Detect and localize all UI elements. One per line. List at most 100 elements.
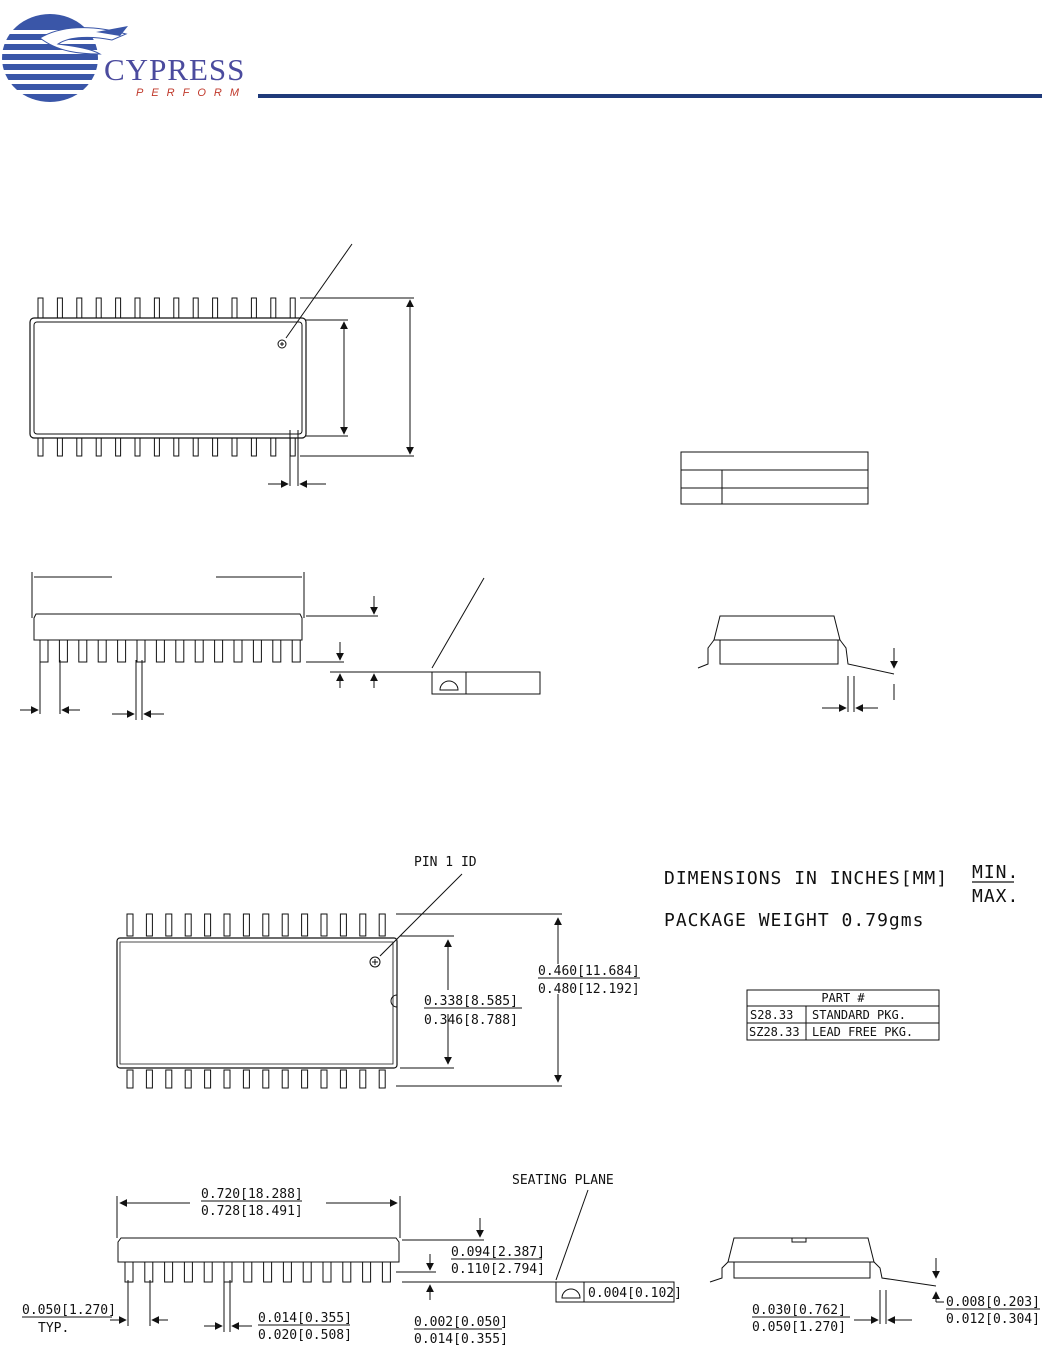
- package-lead: [223, 913, 231, 937]
- body-length-max: 0.728[18.491]: [201, 1204, 303, 1219]
- package-lead: [223, 1261, 233, 1283]
- package-lead: [183, 1261, 193, 1283]
- part-table-row-desc: LEAD FREE PKG.: [812, 1025, 913, 1039]
- package-lead: [214, 639, 224, 663]
- header-rule: [258, 94, 1042, 98]
- package-lead: [165, 913, 173, 937]
- package-lead: [320, 1069, 328, 1089]
- package-lead: [289, 437, 296, 457]
- package-lead: [322, 1261, 332, 1283]
- package-lead: [359, 1069, 367, 1089]
- package-lead: [153, 297, 160, 319]
- package-lead: [126, 1069, 134, 1089]
- package-lead: [342, 1261, 352, 1283]
- part-table-title: PART #: [821, 991, 865, 1005]
- package-lead: [155, 639, 165, 663]
- package-lead: [203, 1261, 213, 1283]
- pin1-id-label: PIN 1 ID: [414, 855, 477, 870]
- package-lead: [231, 297, 238, 319]
- package-lead: [192, 437, 199, 457]
- package-lead: [291, 639, 301, 663]
- package-lead: [124, 1261, 134, 1283]
- part-table-row-desc: STANDARD PKG.: [812, 1008, 906, 1022]
- part-table: [746, 989, 940, 1041]
- overall-width-max: 0.480[12.192]: [538, 982, 640, 997]
- package-lead: [37, 437, 44, 457]
- package-lead: [153, 437, 160, 457]
- package-lead: [184, 913, 192, 937]
- package-lead: [194, 639, 204, 663]
- package-lead: [95, 437, 102, 457]
- package-lead: [381, 1261, 391, 1283]
- package-lead: [250, 297, 257, 319]
- package-lead: [270, 437, 277, 457]
- coplanarity-value: 0.004[0.102]: [588, 1286, 682, 1301]
- package-lead: [192, 297, 199, 319]
- package-lead: [270, 297, 277, 319]
- package-lead: [263, 1261, 273, 1283]
- package-lead: [173, 297, 180, 319]
- package-lead: [359, 913, 367, 937]
- pitch-note: TYP.: [38, 1321, 69, 1336]
- height-max: 0.110[2.794]: [451, 1262, 545, 1277]
- lower-side-view: [110, 1189, 675, 1332]
- package-lead: [39, 639, 49, 663]
- package-lead: [242, 1069, 250, 1089]
- package-lead: [272, 639, 282, 663]
- upper-part-table: [680, 451, 869, 505]
- package-lead: [262, 1069, 270, 1089]
- package-lead: [58, 639, 68, 663]
- overall-width-min: 0.460[11.684]: [538, 964, 640, 979]
- package-lead: [339, 1069, 347, 1089]
- package-lead: [250, 437, 257, 457]
- standoff-min: 0.002[0.050]: [414, 1315, 508, 1330]
- package-lead: [184, 1069, 192, 1089]
- package-lead: [145, 913, 153, 937]
- package-lead: [231, 437, 238, 457]
- body-length-min: 0.720[18.288]: [201, 1187, 303, 1202]
- package-lead: [136, 639, 146, 663]
- package-lead: [56, 437, 63, 457]
- body-width-max: 0.346[8.788]: [424, 1013, 518, 1028]
- dimensions-note: DIMENSIONS IN INCHES[MM]: [664, 868, 948, 889]
- package-lead: [144, 1261, 154, 1283]
- package-lead: [223, 1069, 231, 1089]
- package-lead: [204, 913, 212, 937]
- package-lead: [173, 437, 180, 457]
- package-lead: [115, 437, 122, 457]
- package-lead: [212, 437, 219, 457]
- lower-end-view: [709, 1237, 944, 1324]
- part-table-row-part: SZ28.33: [749, 1025, 800, 1039]
- lead-thickness-max: 0.012[0.304]: [946, 1312, 1040, 1327]
- package-lead: [378, 913, 386, 937]
- foot-length-min: 0.030[0.762]: [752, 1303, 846, 1318]
- package-lead: [204, 1069, 212, 1089]
- package-lead: [282, 1261, 292, 1283]
- height-min: 0.094[2.387]: [451, 1245, 545, 1260]
- package-lead: [362, 1261, 372, 1283]
- upper-end-view: [697, 615, 898, 712]
- package-lead: [281, 913, 289, 937]
- pin1-marker-icon: [369, 956, 381, 968]
- package-lead: [126, 913, 134, 937]
- package-lead: [145, 1069, 153, 1089]
- package-lead: [56, 297, 63, 319]
- package-lead: [175, 639, 185, 663]
- package-weight: PACKAGE WEIGHT 0.79gms: [664, 910, 924, 931]
- cypress-logo-icon: [0, 14, 128, 102]
- min-label: MIN.: [972, 862, 1019, 883]
- brand-name: CYPRESS: [104, 52, 246, 87]
- part-table-row-part: S28.33: [750, 1008, 793, 1022]
- package-lead: [339, 913, 347, 937]
- package-lead: [95, 297, 102, 319]
- package-lead: [117, 639, 127, 663]
- body-width-min: 0.338[8.585]: [424, 994, 518, 1009]
- package-lead: [243, 1261, 253, 1283]
- package-lead: [301, 1069, 309, 1089]
- lead-width-min: 0.014[0.355]: [258, 1311, 352, 1326]
- package-lead: [301, 913, 309, 937]
- package-lead: [115, 297, 122, 319]
- pitch-value: 0.050[1.270]: [22, 1303, 116, 1318]
- package-lead: [378, 1069, 386, 1089]
